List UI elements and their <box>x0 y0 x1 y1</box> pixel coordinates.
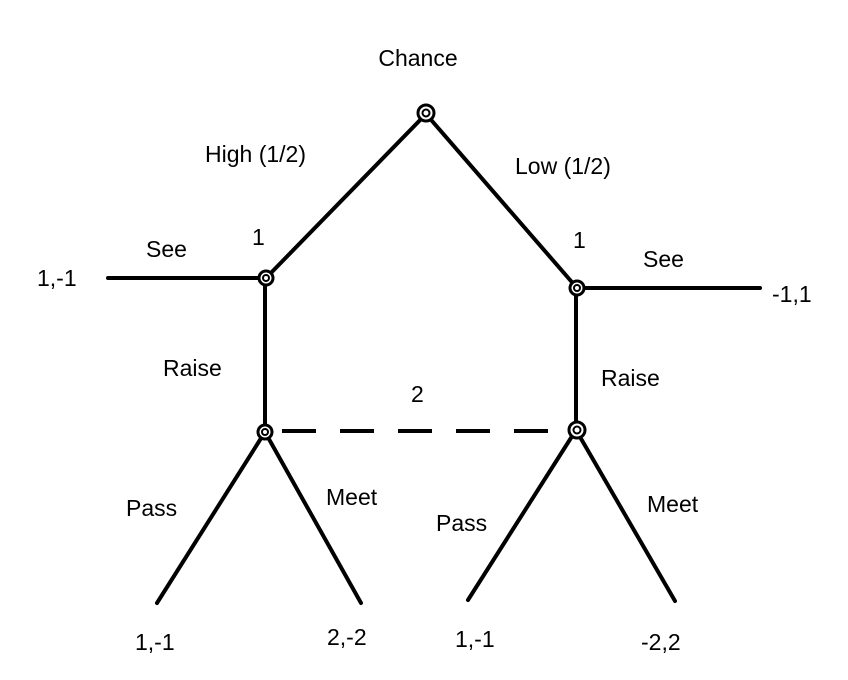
edge-left-meet <box>263 430 363 605</box>
right-meet-label: Meet <box>647 491 699 517</box>
edge-right-meet <box>574 428 677 603</box>
chance-node <box>416 103 436 123</box>
player1-node-right <box>568 279 586 297</box>
edge-left-pass <box>155 430 267 605</box>
left-pass-payoff: 1,-1 <box>135 629 175 655</box>
left-see-label: See <box>146 236 187 262</box>
player2-node-left <box>256 423 274 441</box>
player2-node-right <box>567 420 587 440</box>
high-branch-label: High (1/2) <box>205 141 306 167</box>
edge-chance-high <box>264 112 428 280</box>
player1-node-left <box>257 269 275 287</box>
left-meet-label: Meet <box>326 484 378 510</box>
right-meet-payoff: -2,2 <box>641 629 681 655</box>
right-see-payoff: -1,1 <box>772 281 812 307</box>
information-set-label: 2 <box>411 381 424 407</box>
player1-right-label: 1 <box>573 227 586 253</box>
left-meet-payoff: 2,-2 <box>327 624 367 650</box>
chance-label: Chance <box>378 45 457 71</box>
low-branch-label: Low (1/2) <box>515 153 611 179</box>
player1-left-label: 1 <box>252 224 265 250</box>
left-see-payoff: 1,-1 <box>37 265 77 291</box>
edge-right-pass <box>466 428 578 602</box>
right-pass-payoff: 1,-1 <box>455 626 495 652</box>
edge-chance-low <box>424 112 579 290</box>
left-pass-label: Pass <box>126 495 177 521</box>
left-raise-label: Raise <box>163 355 222 381</box>
tree-labels: Chance High (1/2) Low (1/2) 1 1 See See … <box>37 45 812 655</box>
right-pass-label: Pass <box>436 510 487 536</box>
tree-nodes <box>256 103 587 441</box>
right-raise-label: Raise <box>601 365 660 391</box>
right-see-label: See <box>643 246 684 272</box>
tree-edges <box>106 112 762 605</box>
